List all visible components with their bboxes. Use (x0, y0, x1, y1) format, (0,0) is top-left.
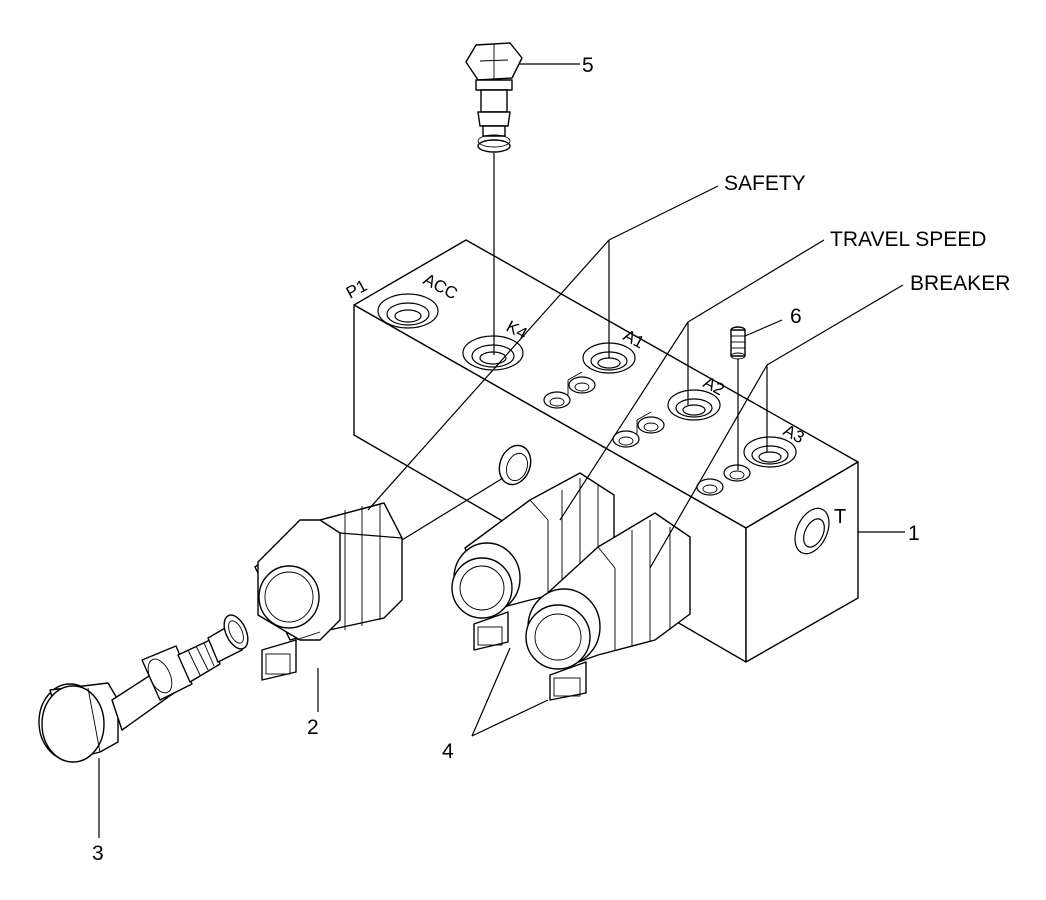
plug-part-6 (730, 326, 746, 470)
callout-2: 2 (307, 716, 319, 739)
callout-breaker: BREAKER (910, 272, 1010, 295)
callout-labels: 5 6 1 2 3 4 SAFETY TRAVEL SPEED BREAKER (92, 54, 1010, 865)
callout-3: 3 (92, 842, 104, 865)
cartridge-valve-part-3 (38, 614, 249, 838)
port-acc-hole (377, 293, 439, 329)
port-t-hole (794, 507, 830, 555)
valve-block (353, 239, 859, 663)
callout-travel-speed: TRAVEL SPEED (830, 228, 986, 251)
bolt-part-5 (465, 42, 523, 355)
leader-lines (317, 63, 905, 737)
solenoid-coil-part-4-lower (525, 512, 691, 701)
callout-6: 6 (790, 305, 802, 328)
pilot-ports (543, 371, 751, 496)
callout-5: 5 (582, 54, 594, 77)
port-a3-hole (743, 436, 797, 468)
callout-4: 4 (442, 740, 454, 763)
port-a2-hole (667, 389, 721, 421)
callout-safety: SAFETY (724, 172, 806, 195)
solenoid-coil-part-2 (254, 444, 532, 681)
port-label-t: T (834, 506, 846, 528)
callout-1: 1 (908, 522, 920, 545)
